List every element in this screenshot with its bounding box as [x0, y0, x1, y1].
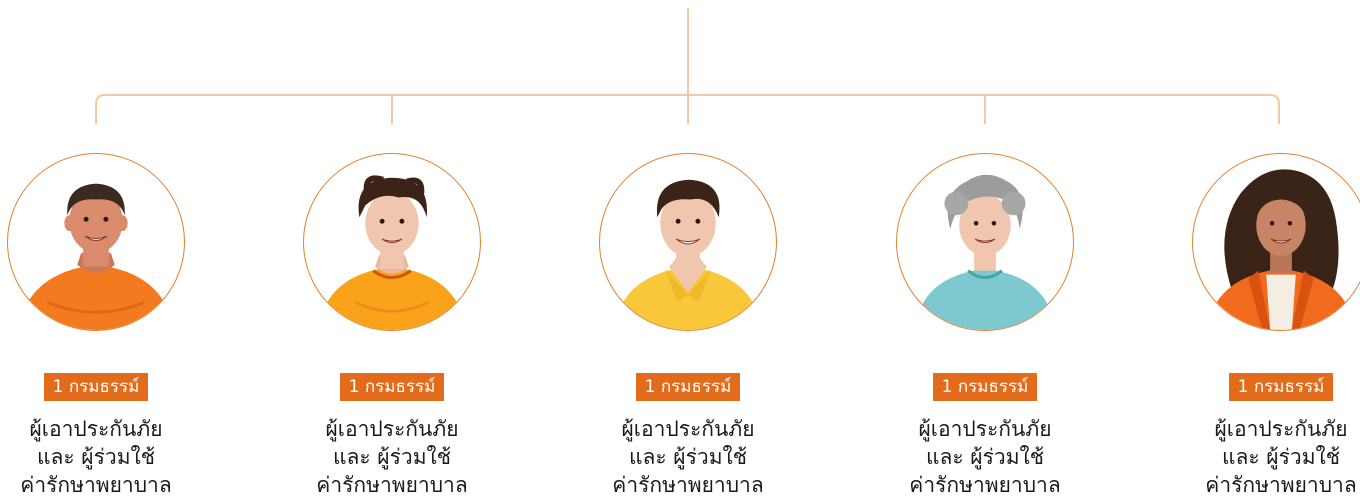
avatar — [303, 153, 481, 331]
description-line-2: และ ผู้ร่วมใช้ — [628, 445, 748, 469]
description-line-2: และ ผู้ร่วมใช้ — [332, 445, 452, 469]
woman-orange-jacket-icon — [1206, 169, 1356, 330]
description-line-1: ผู้เอาประกันภัย — [918, 417, 1052, 441]
avatar — [7, 153, 185, 331]
description-line-1: ผู้เอาประกันภัย — [325, 417, 459, 441]
avatar — [1192, 153, 1360, 331]
description-line-1: ผู้เอาประกันภัย — [1214, 417, 1348, 441]
member-description: ผู้เอาประกันภัย และ ผู้ร่วมใช้ ค่ารักษาพ… — [1205, 415, 1356, 499]
description-line-3: ค่ารักษาพยาบาล — [909, 473, 1061, 497]
avatar — [599, 153, 777, 331]
description-line-2: และ ผู้ร่วมใช้ — [925, 445, 1045, 469]
member-card-5: 1 กรมธรรม์ ผู้เอาประกันภัย และ ผู้ร่วมใช… — [1181, 153, 1360, 503]
description-line-1: ผู้เอาประกันภัย — [621, 417, 755, 441]
policy-count-badge: 1 กรมธรรม์ — [635, 373, 741, 401]
policy-count-badge: 1 กรมธรรม์ — [1228, 373, 1334, 401]
description-line-1: ผู้เอาประกันภัย — [29, 417, 163, 441]
member-description: ผู้เอาประกันภัย และ ผู้ร่วมใช้ ค่ารักษาพ… — [20, 415, 171, 499]
description-line-3: ค่ารักษาพยาบาล — [316, 473, 468, 497]
member-card-2: 1 กรมธรรม์ ผู้เอาประกันภัย และ ผู้ร่วมใช… — [292, 153, 492, 503]
young-man-yellow-shirt-icon — [317, 175, 467, 330]
member-description: ผู้เอาประกันภัย และ ผู้ร่วมใช้ ค่ารักษาพ… — [612, 415, 763, 499]
description-line-3: ค่ารักษาพยาบาล — [612, 473, 764, 497]
member-card-4: 1 กรมธรรม์ ผู้เอาประกันภัย และ ผู้ร่วมใช… — [885, 153, 1085, 503]
policy-count-badge: 1 กรมธรรม์ — [339, 373, 445, 401]
connector-bar — [95, 94, 1280, 124]
description-line-2: และ ผู้ร่วมใช้ — [36, 445, 156, 469]
teen-boy-orange-shirt-icon — [17, 183, 175, 330]
member-description: ผู้เอาประกันภัย และ ผู้ร่วมใช้ ค่ารักษาพ… — [316, 415, 467, 499]
member-card-3: 1 กรมธรรม์ ผู้เอาประกันภัย และ ผู้ร่วมใช… — [588, 153, 788, 503]
elderly-woman-teal-shirt-icon — [914, 174, 1056, 330]
description-line-3: ค่ารักษาพยาบาล — [20, 473, 172, 497]
member-card-1: 1 กรมธรรม์ ผู้เอาประกันภัย และ ผู้ร่วมใช… — [0, 153, 196, 503]
member-description: ผู้เอาประกันภัย และ ผู้ร่วมใช้ ค่ารักษาพ… — [909, 415, 1060, 499]
description-line-3: ค่ารักษาพยาบาล — [1205, 473, 1357, 497]
man-yellow-collar-shirt-icon — [613, 179, 763, 330]
description-line-2: และ ผู้ร่วมใช้ — [1221, 445, 1341, 469]
avatar — [896, 153, 1074, 331]
policy-count-badge: 1 กรมธรรม์ — [43, 373, 149, 401]
policy-count-badge: 1 กรมธรรม์ — [932, 373, 1038, 401]
